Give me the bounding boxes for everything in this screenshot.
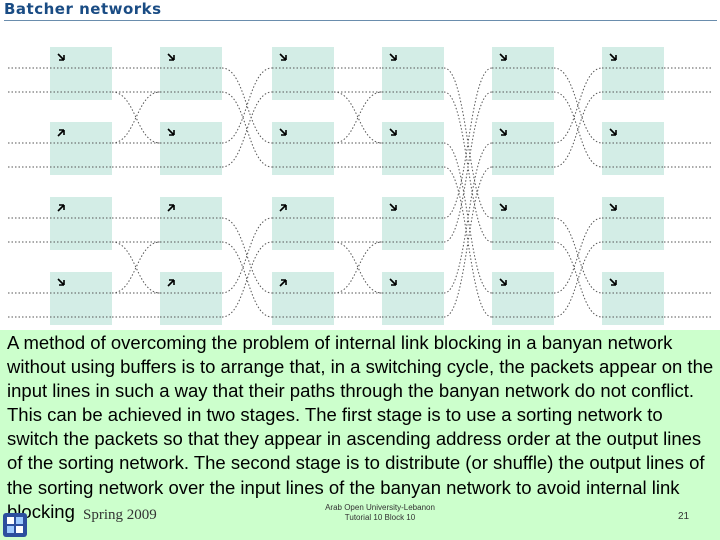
down-arrow-icon [57,278,65,286]
footer-course: Tutorial 10 Block 10 [344,513,416,522]
sorting-element [50,197,112,250]
down-arrow-icon [609,53,617,61]
up-arrow-icon [57,204,65,212]
interstage-crossing [333,91,383,144]
down-arrow-icon [57,53,65,61]
interstage-wire [221,67,273,144]
down-arrow-icon [167,53,175,61]
down-arrow-icon [499,278,507,286]
footer-date: Spring 2009 [83,507,157,523]
down-arrow-icon [609,128,617,136]
interstage-wire [443,142,493,294]
interstage-wire [443,91,493,243]
interstage-crossing [111,91,161,144]
down-arrow-icon [279,53,287,61]
interstage-crossing [111,241,161,294]
interstage-wire [443,166,493,318]
up-arrow-icon [167,279,175,287]
up-arrow-icon [279,279,287,287]
interstage-wire [221,241,273,318]
up-arrow-icon [279,204,287,212]
footer-institution: Arab Open University-Lebanon Tutorial 10… [305,503,455,523]
up-arrow-icon [57,129,65,137]
sorting-element [272,197,334,250]
interstage-wire [443,67,493,219]
interstage-wire [221,241,273,318]
down-arrow-icon [389,203,397,211]
down-arrow-icon [499,203,507,211]
sorting-element [160,272,222,325]
down-arrow-icon [609,278,617,286]
interstage-wire [221,91,273,168]
interstage-wire [221,217,273,294]
interstage-crossing [333,241,383,294]
description-panel [0,330,720,540]
interstage-wire [553,241,603,318]
sorting-element [50,122,112,175]
batcher-network-diagram [8,47,712,325]
slide-title: Batcher networks [4,0,162,18]
title-divider [4,20,717,21]
interstage-wire [553,67,603,144]
interstage-crossing [333,241,383,294]
interstage-wire [221,217,273,294]
down-arrow-icon [389,278,397,286]
interstage-wire [221,91,273,168]
down-arrow-icon [609,203,617,211]
description-text: A method of overcoming the problem of in… [7,332,714,522]
down-arrow-icon [389,53,397,61]
down-arrow-icon [499,128,507,136]
interstage-crossing [333,91,383,144]
interstage-crossing [111,241,161,294]
university-logo-icon [3,513,27,537]
down-arrow-icon [167,128,175,136]
sorting-element [160,197,222,250]
interstage-wire [221,67,273,144]
down-arrow-icon [389,128,397,136]
interstage-wire [553,91,603,168]
page-number: 21 [678,511,690,522]
interstage-crossing [111,91,161,144]
sorting-element [272,272,334,325]
footer-institution-name: Arab Open University-Lebanon [325,503,435,512]
down-arrow-icon [279,128,287,136]
interstage-wire [553,217,603,294]
up-arrow-icon [167,204,175,212]
down-arrow-icon [499,53,507,61]
